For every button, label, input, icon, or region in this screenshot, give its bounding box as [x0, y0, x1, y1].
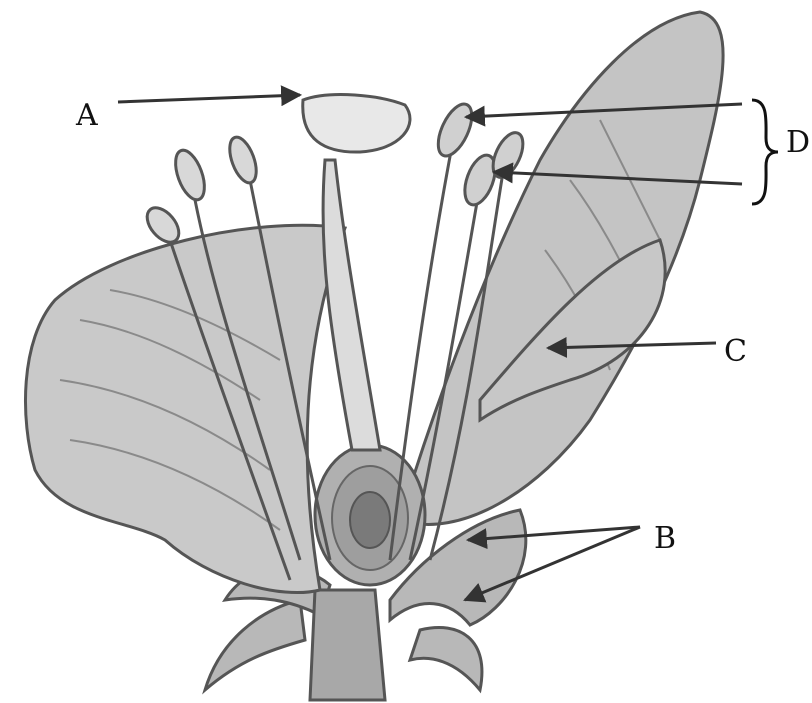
- brace-d: [752, 100, 778, 204]
- label-c: C: [724, 337, 747, 367]
- label-d: D: [786, 128, 810, 158]
- ovary: [315, 445, 425, 585]
- label-a: A: [76, 101, 98, 131]
- pointer-a: [118, 95, 300, 102]
- flower-stalk: [310, 590, 385, 700]
- label-b: B: [654, 524, 676, 554]
- petal-right-tall: [400, 12, 723, 524]
- stigma: [303, 95, 410, 153]
